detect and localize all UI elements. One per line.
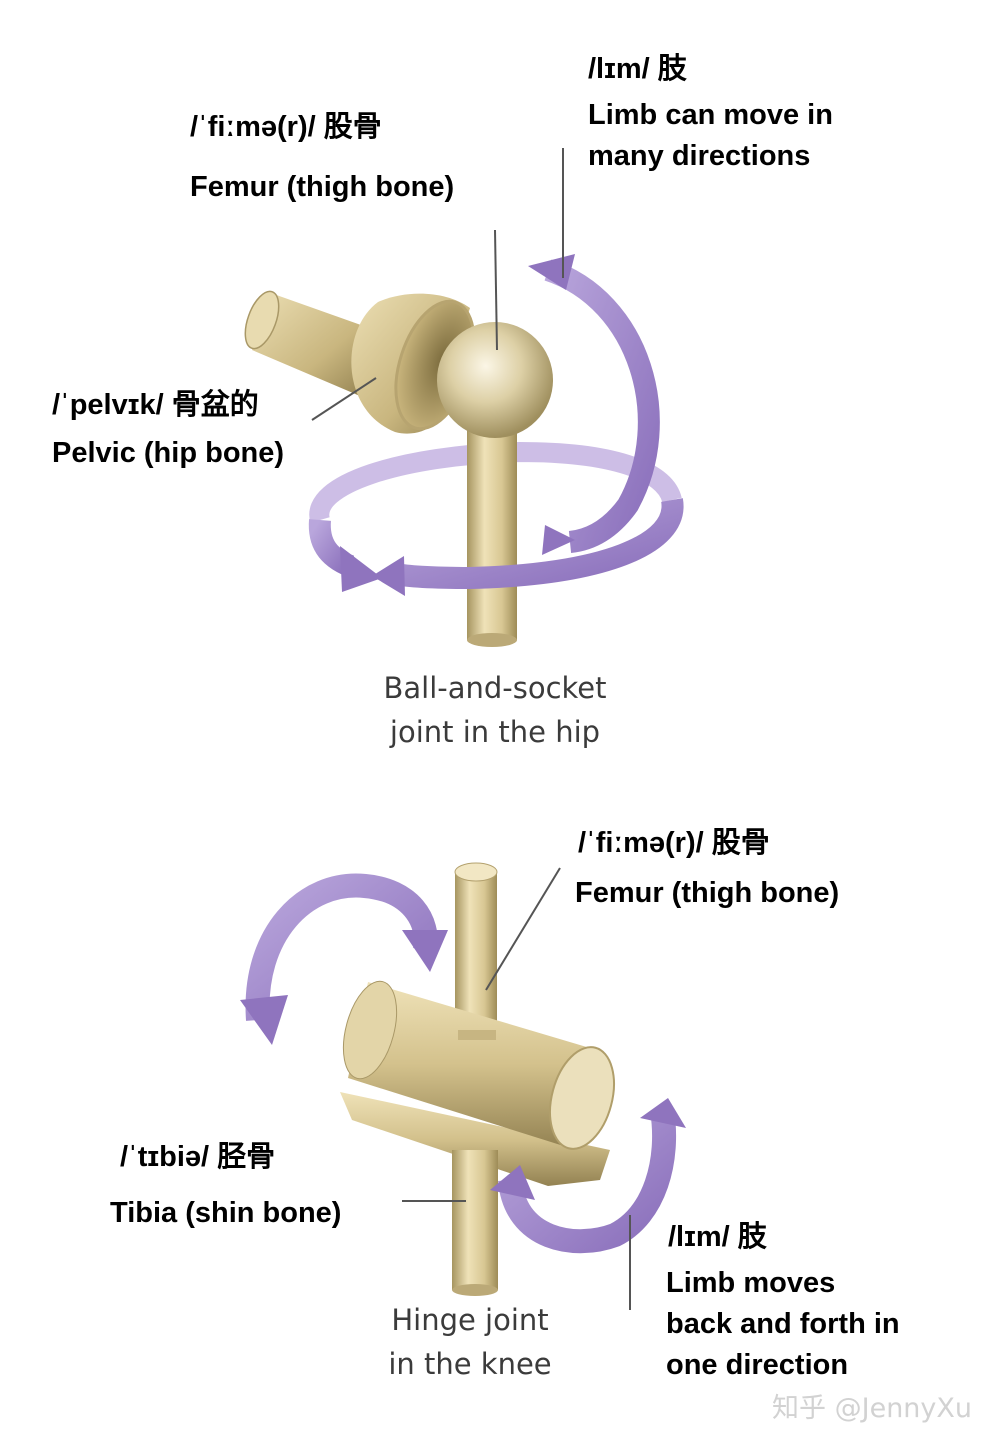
hip-limb-pronunciation: /lɪm/ 肢 — [588, 53, 687, 85]
knee-tibia-bone — [452, 1150, 498, 1296]
watermark: 知乎 @JennyXu — [772, 1393, 972, 1424]
knee-femur-bone — [454, 862, 498, 1030]
knee-caption-line2: in the knee — [388, 1347, 552, 1381]
hip-pointer-lines — [311, 148, 564, 421]
knee-limb-pronunciation: /lɪm/ 肢 — [668, 1221, 767, 1253]
knee-tray — [340, 1092, 610, 1186]
hip-femur-bone — [437, 322, 553, 647]
hip-swing-arrow — [528, 254, 660, 555]
hip-femur-label: Femur (thigh bone) — [190, 171, 455, 203]
hip-limb-description-line2: many directions — [588, 140, 811, 172]
knee-hinge-illustration — [240, 862, 686, 1310]
knee-femur-pronunciation: /ˈfiːmə(r)/ 股骨 — [578, 827, 770, 859]
hip-caption-line1: Ball-and-socket — [383, 671, 607, 705]
knee-caption-line1: Hinge joint — [391, 1303, 549, 1337]
knee-limb-description-line3: one direction — [666, 1349, 849, 1381]
knee-limb-description-line2: back and forth in — [666, 1308, 900, 1340]
hip-caption-line2: joint in the hip — [389, 715, 601, 749]
knee-limb-description-line1: Limb moves — [666, 1267, 836, 1299]
tibia-pronunciation: /ˈtɪbiə/ 胫骨 — [120, 1141, 276, 1173]
knee-lower-swing-arrow — [490, 1098, 686, 1254]
knee-femur-label: Femur (thigh bone) — [575, 877, 840, 909]
hip-limb-description-line1: Limb can move in — [588, 99, 833, 131]
knee-upper-swing-arrow — [240, 873, 448, 1045]
pelvic-pronunciation: /ˈpelvɪk/ 骨盆的 — [52, 389, 259, 421]
hip-rotation-arrow — [308, 498, 684, 596]
knee-pointer-lines — [402, 867, 631, 1310]
hip-femur-pronunciation: /ˈfiːmə(r)/ 股骨 — [190, 111, 382, 143]
hip-ball-socket-illustration — [244, 148, 684, 647]
tibia-label: Tibia (shin bone) — [110, 1197, 342, 1229]
pelvic-label: Pelvic (hip bone) — [52, 437, 285, 469]
knee-cylinder — [342, 980, 615, 1150]
